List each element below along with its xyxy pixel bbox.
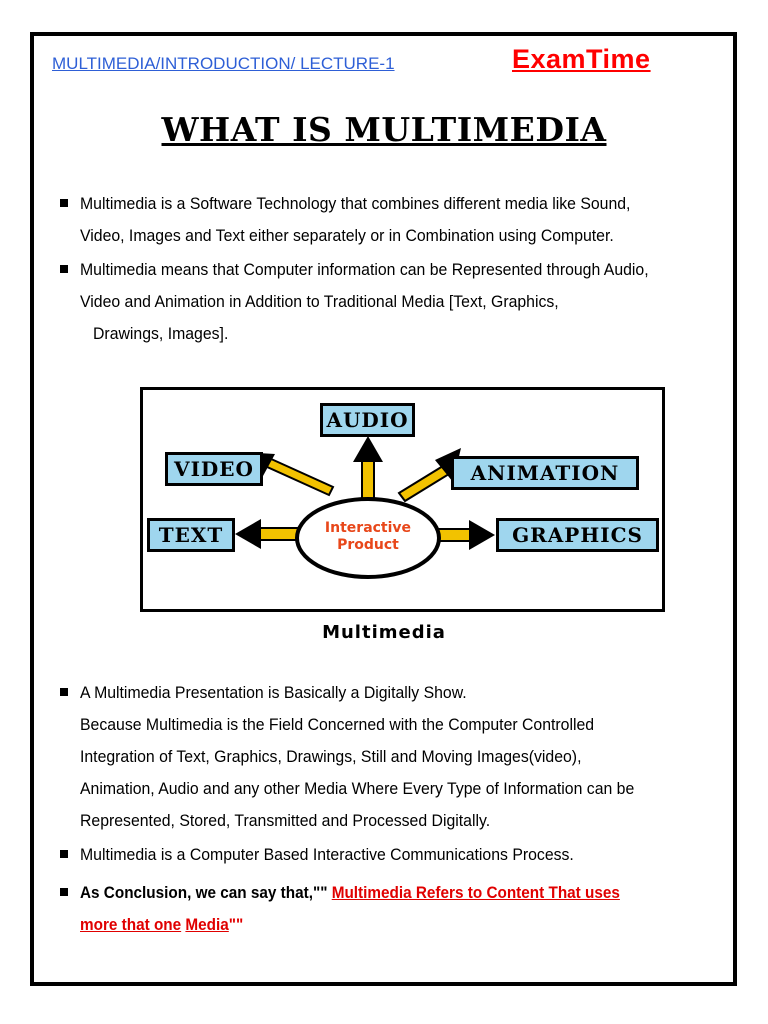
node-audio: AUDIO xyxy=(320,403,415,437)
conclusion-line-1: As Conclusion, we can say that,"" Multim… xyxy=(80,877,656,909)
node-video: VIDEO xyxy=(165,452,263,486)
list-item: Multimedia is a Software Technology that… xyxy=(60,188,720,252)
conclusion-lead: As Conclusion, we can say that,"" xyxy=(80,883,332,902)
arrow-left-icon xyxy=(235,519,304,549)
text-line: Multimedia is a Computer Based Interacti… xyxy=(80,845,574,864)
bullet-square-icon xyxy=(60,688,68,696)
conclusion-highlight-2: more that one xyxy=(80,915,182,934)
list-item: Multimedia is a Computer Based Interacti… xyxy=(60,839,720,871)
text-line: Animation, Audio and any other Media Whe… xyxy=(80,779,635,798)
bullet-square-icon xyxy=(60,199,68,207)
center-ellipse xyxy=(295,497,441,579)
brand-logo: ExamTime xyxy=(512,44,651,74)
bullet-square-icon xyxy=(60,888,68,896)
conclusion-highlight-1: Multimedia Refers to Content That uses xyxy=(331,883,620,902)
center-label-line1: Interactive xyxy=(324,520,412,536)
conclusion-line-2: more that one Media"" xyxy=(80,909,656,941)
text-line: Multimedia means that Computer informati… xyxy=(80,260,649,279)
text-line: Because Multimedia is the Field Concerne… xyxy=(80,715,595,734)
center-label: Interactive Product xyxy=(301,520,435,554)
node-graphics: GRAPHICS xyxy=(496,518,659,552)
text-line: A Multimedia Presentation is Basically a… xyxy=(80,683,467,702)
conclusion-item: As Conclusion, we can say that,"" Multim… xyxy=(60,877,720,941)
text-line: Multimedia is a Software Technology that… xyxy=(80,194,631,213)
lecture-link[interactable]: MULTIMEDIA/INTRODUCTION/ LECTURE-1 xyxy=(52,54,395,73)
multimedia-diagram: Interactive Product AUDIO VIDEO ANIMATIO… xyxy=(140,387,665,612)
bullet-square-icon xyxy=(60,265,68,273)
text-line: Video and Animation in Addition to Tradi… xyxy=(80,292,559,311)
conclusion-tail: "" xyxy=(228,915,244,934)
bullet-square-icon xyxy=(60,850,68,858)
page-border xyxy=(30,32,737,986)
arrow-up-icon xyxy=(353,436,383,503)
header: MULTIMEDIA/INTRODUCTION/ LECTURE-1 ExamT… xyxy=(52,44,712,84)
text-line: Represented, Stored, Transmitted and Pro… xyxy=(80,811,491,830)
diagram-caption: Multimedia xyxy=(322,622,446,643)
list-item: A Multimedia Presentation is Basically a… xyxy=(60,677,720,837)
center-label-line2: Product xyxy=(337,537,399,553)
page-title: WHAT IS MULTIMEDIA xyxy=(161,110,607,149)
details-bullets: A Multimedia Presentation is Basically a… xyxy=(60,677,720,941)
text-line: Video, Images and Text either separately… xyxy=(80,226,614,245)
node-animation: ANIMATION xyxy=(451,456,639,490)
text-line: Integration of Text, Graphics, Drawings,… xyxy=(80,747,582,766)
conclusion-highlight-3: Media xyxy=(185,915,229,934)
node-text: TEXT xyxy=(147,518,235,552)
text-line: Drawings, Images]. xyxy=(93,324,229,343)
intro-bullets: Multimedia is a Software Technology that… xyxy=(60,188,720,350)
list-item: Multimedia means that Computer informati… xyxy=(60,254,720,350)
arrow-right-icon xyxy=(434,520,495,550)
